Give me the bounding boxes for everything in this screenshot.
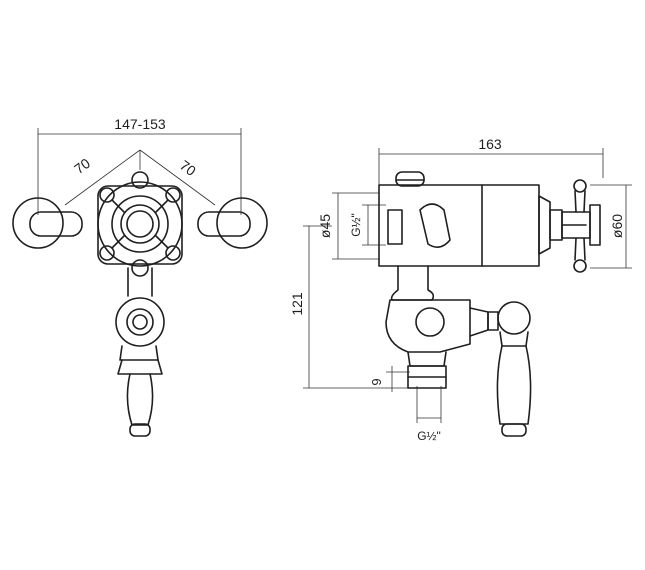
right-wall-elbow <box>197 197 268 249</box>
outlet-thread-label: G½" <box>417 429 441 443</box>
depth-dimension-line <box>378 148 604 262</box>
inlet-thread-dimension <box>362 204 386 246</box>
outlet-nut-label: 9 <box>369 378 384 385</box>
left-angle-dimension-label: 70 <box>71 155 93 177</box>
depth-dimension-label: 163 <box>478 136 502 152</box>
body-diameter-dimension <box>332 192 379 260</box>
right-angle-dimension-label: 70 <box>177 157 199 179</box>
control-knob <box>538 179 601 273</box>
height-dimension-line <box>303 225 410 389</box>
handle-diameter-dimension <box>590 184 632 269</box>
handle-diameter-label: ø60 <box>609 214 625 238</box>
left-wall-elbow <box>12 197 83 249</box>
angle-dimension-lines <box>64 149 216 206</box>
lower-valve-body <box>385 265 499 389</box>
side-view: 163 ø45 G½" ø60 121 <box>289 136 632 443</box>
outlet-nut-dimension <box>386 366 410 392</box>
cross-handle <box>97 171 183 277</box>
front-view: 147-153 70 70 <box>12 116 268 437</box>
outlet-thread-dimension <box>416 386 442 423</box>
inlet-thread-label: G½" <box>349 213 363 237</box>
lever-handle <box>117 345 163 437</box>
outlet-connector <box>115 267 165 347</box>
height-dimension-label: 121 <box>289 292 305 316</box>
width-dimension-line <box>37 128 242 215</box>
width-dimension-label: 147-153 <box>114 116 166 132</box>
side-lever-handle <box>496 301 532 437</box>
thermostatic-body <box>378 171 540 267</box>
